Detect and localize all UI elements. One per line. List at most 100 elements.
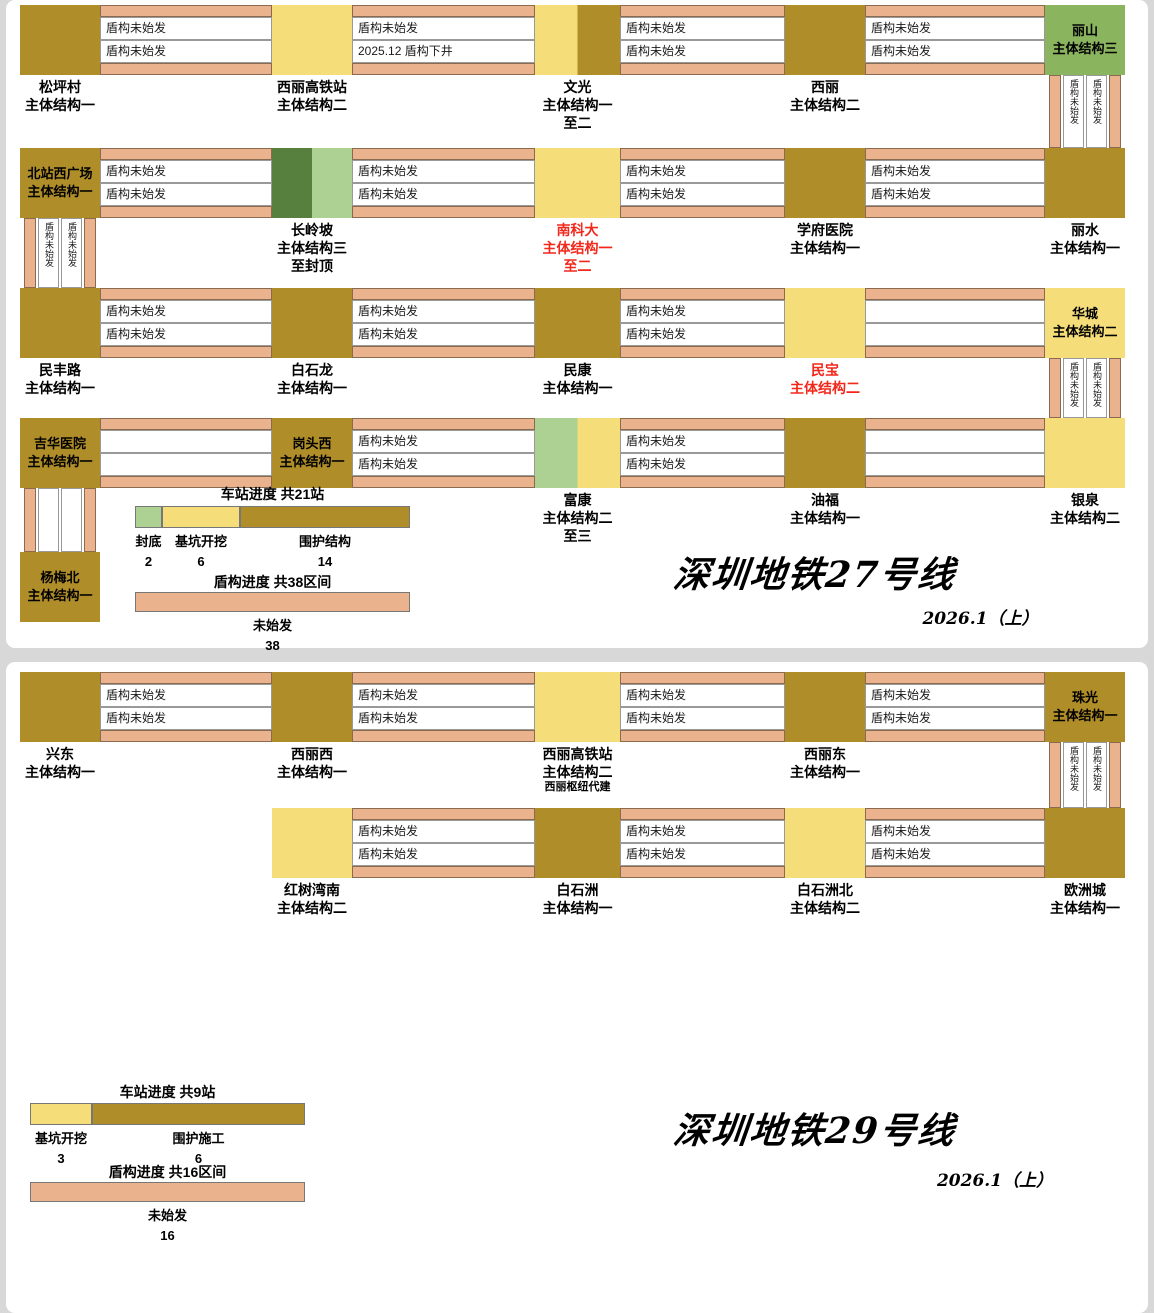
- tunnel-bar-up: [620, 288, 785, 300]
- tunnel-bar-down: [865, 206, 1045, 218]
- station-label-line: 主体结构一: [25, 764, 95, 781]
- tunnel-status-label: 盾构未始发: [620, 300, 785, 323]
- tunnel-bar-vertical: [1109, 75, 1121, 148]
- tunnel-bar-down: [100, 346, 272, 358]
- station-label-line: 主体结构一: [542, 240, 613, 257]
- tunnel-bar-up: [100, 288, 272, 300]
- line29-panel: [6, 662, 1148, 1313]
- station-block: [535, 5, 620, 75]
- station-label: 松坪村主体结构一: [0, 78, 150, 114]
- station-block: [272, 288, 352, 358]
- tunnel-bar-down: [352, 730, 535, 742]
- station-block: [20, 5, 100, 75]
- tunnel-status-label-vertical: [61, 488, 82, 552]
- tunnel-bar-up: [865, 288, 1045, 300]
- station-label: 油福主体结构一: [735, 491, 915, 527]
- tunnel-bar-down: [100, 476, 272, 488]
- station-label-line: 主体结构一: [27, 454, 93, 469]
- tunnel-status-label-vertical: 盾构未始发: [1086, 75, 1107, 148]
- station-block: [272, 808, 352, 878]
- tunnel-segment: 盾构未始发盾构未始发: [352, 672, 535, 742]
- tunnel-status-label: 盾构未始发: [620, 684, 785, 707]
- tunnel-bar-vertical: [84, 218, 96, 288]
- station-label-line: 民丰路: [39, 362, 81, 378]
- station-label-line: 主体结构一: [790, 240, 860, 257]
- tunnel-segment: 盾构未始发盾构未始发: [620, 672, 785, 742]
- tunnel-bar-up: [620, 672, 785, 684]
- legend-bar-shield: [135, 592, 410, 612]
- station-label-line: 吉华医院: [33, 436, 86, 452]
- station-label-line: 主体结构一: [27, 588, 93, 603]
- tunnel-bar-down: [865, 476, 1045, 488]
- station-block: [535, 808, 620, 878]
- station-block: 丽山主体结构三: [1045, 5, 1125, 75]
- tunnel-status-label: 盾构未始发: [620, 40, 785, 63]
- station-label-line: 主体结构二: [542, 764, 613, 781]
- tunnel-bar-up: [620, 808, 785, 820]
- station-label-line: 至二: [563, 115, 592, 132]
- station-label-line: 至二: [563, 258, 592, 275]
- station-label: 民康主体结构一: [488, 361, 668, 397]
- tunnel-status-label: 盾构未始发: [100, 183, 272, 206]
- station-label-line: 主体结构一: [542, 900, 613, 917]
- station-label-line: 文光: [563, 79, 592, 95]
- tunnel-status-label: 盾构未始发: [100, 323, 272, 346]
- station-label-line: 主体结构二: [790, 900, 860, 917]
- tunnel-bar-vertical: [84, 488, 96, 552]
- tunnel-segment-vertical: 盾构未始发盾构未始发: [1045, 358, 1125, 418]
- tunnel-bar-up: [352, 148, 535, 160]
- station-block: [1045, 148, 1125, 218]
- station-label-line: 主体结构一: [1050, 240, 1120, 257]
- legend-label-count: 2: [144, 553, 153, 569]
- tunnel-bar-down: [620, 730, 785, 742]
- station-label-line: 岗头西: [292, 436, 332, 452]
- station-label-line: 学府医院: [797, 222, 853, 238]
- tunnel-segment: 盾构未始发盾构未始发: [352, 288, 535, 358]
- tunnel-bar-down: [620, 63, 785, 75]
- tunnel-status-label: 盾构未始发: [865, 684, 1045, 707]
- tunnel-status-label-vertical: 盾构未始发: [1063, 358, 1084, 418]
- tunnel-status-label: 盾构未始发: [100, 160, 272, 183]
- tunnel-bar-down: [620, 866, 785, 878]
- tunnel-status-label: 盾构未始发: [865, 160, 1045, 183]
- station-label-line: 长岭坡: [291, 222, 333, 238]
- line27-title: 深圳地铁27号线: [671, 554, 958, 596]
- station-label: 岗头西主体结构一: [279, 435, 344, 470]
- station-label: 珠光主体结构一: [1052, 689, 1117, 724]
- tunnel-status-label-vertical: 盾构未始发: [38, 218, 59, 288]
- station-block: [1045, 418, 1125, 488]
- tunnel-status-label: [100, 453, 272, 476]
- station-progress-title: 车站进度 共21站: [220, 486, 325, 502]
- tunnel-segment-vertical: 盾构未始发盾构未始发: [20, 218, 100, 288]
- station-label-line: 主体结构一: [542, 97, 613, 114]
- tunnel-bar-down: [620, 206, 785, 218]
- tunnel-status-label: 盾构未始发: [352, 17, 535, 40]
- tunnel-segment: 盾构未始发盾构未始发: [620, 288, 785, 358]
- station-label: 杨梅北主体结构一: [27, 569, 92, 604]
- station-label: 北站西广场主体结构一: [27, 165, 92, 200]
- station-label-line: 主体结构二: [790, 97, 860, 114]
- tunnel-status-label: 盾构未始发: [352, 707, 535, 730]
- station-label: 白石龙主体结构一: [222, 361, 402, 397]
- line29-title: 深圳地铁29号线: [671, 1110, 958, 1152]
- tunnel-bar-vertical: [1109, 742, 1121, 808]
- station-label-line: 北站西广场: [27, 166, 93, 182]
- tunnel-status-label: 盾构未始发: [620, 707, 785, 730]
- tunnel-status-label: 盾构未始发: [620, 843, 785, 866]
- tunnel-status-label: 盾构未始发: [100, 707, 272, 730]
- tunnel-segment: 盾构未始发盾构未始发: [865, 672, 1045, 742]
- station-progress-title: 车站进度 共9站: [119, 1084, 216, 1100]
- legend-label-name: 未始发: [252, 618, 292, 633]
- tunnel-status-label: 盾构未始发: [100, 684, 272, 707]
- tunnel-status-label: 盾构未始发: [620, 820, 785, 843]
- tunnel-segment: 盾构未始发盾构未始发: [865, 808, 1045, 878]
- tunnel-segment: 盾构未始发盾构未始发: [352, 418, 535, 488]
- tunnel-segment: 盾构未始发盾构未始发: [352, 808, 535, 878]
- tunnel-status-label: 盾构未始发: [620, 160, 785, 183]
- station-label: 白石洲主体结构一: [488, 881, 668, 917]
- station-block: [785, 672, 865, 742]
- tunnel-bar-up: [865, 148, 1045, 160]
- station-label-line: 白石龙: [291, 362, 333, 378]
